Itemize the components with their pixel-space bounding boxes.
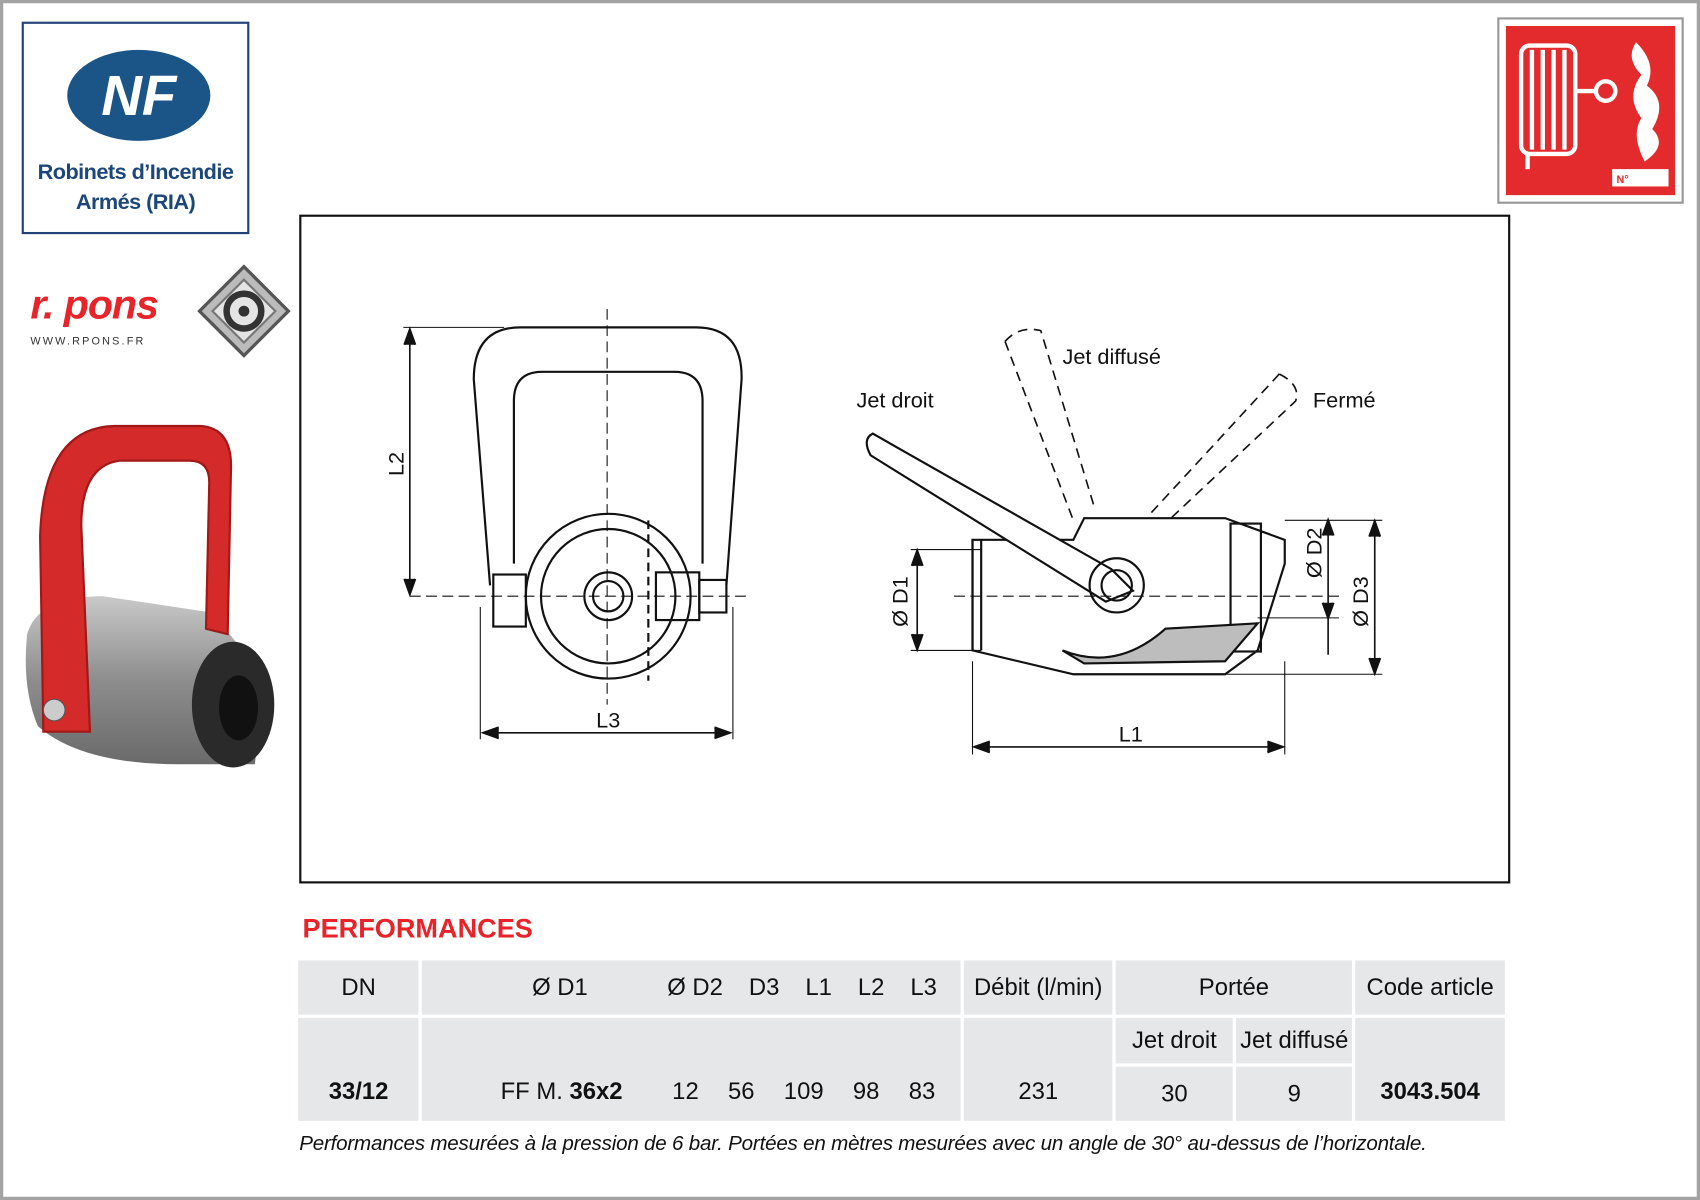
dim-label-l1: L1 [1119, 721, 1143, 746]
cell-d3: 56 [727, 1077, 755, 1105]
dim-label-d3: Ø D3 [1348, 576, 1373, 627]
header-jet-diffuse: Jet diffusé [1236, 1017, 1353, 1064]
cell-jet-diffuse: 9 [1236, 1066, 1353, 1121]
cell-l1: 109 [783, 1077, 824, 1105]
nf-certification-logo: NF Robinets d’Incendie Armés (RIA) [21, 21, 250, 235]
dim-label-d2: Ø D2 [1302, 528, 1327, 579]
cell-dn: 33/12 [298, 1017, 420, 1121]
cell-d1-value: 36x2 [569, 1077, 623, 1105]
table-header-row: DN Ø D1 Ø D2 D3 L1 L2 L3 Débit (l/min) P… [298, 960, 1505, 1015]
product-photo [25, 424, 275, 768]
cell-l2: 98 [852, 1077, 880, 1105]
header-d1: Ø D1 [532, 973, 588, 1001]
position-label-jet-diffuse: Jet diffusé [1062, 344, 1160, 369]
cell-l3: 83 [908, 1077, 936, 1105]
nf-mark: NF [101, 64, 178, 127]
position-label-ferme: Fermé [1313, 388, 1376, 413]
cell-dimensions: FF M. 36x2 12 56 109 98 83 [422, 1017, 961, 1121]
header-jet-droit: Jet droit [1115, 1017, 1234, 1064]
dim-label-d1: Ø D1 [887, 576, 912, 627]
performances-title: PERFORMANCES [302, 913, 533, 945]
header-d2: Ø D2 [667, 973, 723, 1001]
brand-url: WWW.RPONS.FR [30, 336, 146, 348]
header-dn: DN [298, 960, 420, 1015]
sign-number-label: N° [1617, 174, 1629, 186]
cell-d2: 12 [672, 1077, 699, 1105]
performances-note: Performances mesurées à la pression de 6… [299, 1132, 1427, 1156]
nf-ellipse-icon [67, 49, 211, 141]
dim-label-l3: L3 [596, 707, 620, 732]
technical-drawing-box [299, 214, 1511, 884]
table-row: 30 9 [298, 1066, 1505, 1121]
header-l1: L1 [805, 973, 832, 1001]
brand-name: r. pons [30, 282, 159, 329]
cell-code: 3043.504 [1355, 1017, 1505, 1121]
header-portee: Portée [1115, 960, 1353, 1015]
rpons-logo: r. pons WWW.RPONS.FR [30, 282, 159, 348]
header-code: Code article [1355, 960, 1505, 1015]
fire-hose-reel-icon: N° [1518, 42, 1669, 187]
fire-hose-sign: N° [1497, 17, 1684, 204]
header-l2: L2 [857, 973, 885, 1001]
cell-debit: 231 [963, 1017, 1113, 1121]
rpons-diamond-icon [197, 264, 291, 358]
position-label-jet-droit: Jet droit [857, 388, 934, 413]
dim-label-l2: L2 [383, 452, 408, 476]
cell-d1: FF M. 36x2 [480, 1078, 643, 1106]
nf-caption-line1: Robinets d’Incendie [37, 160, 234, 185]
nf-caption-line2: Armés (RIA) [75, 190, 196, 215]
cell-jet-droit: 30 [1115, 1066, 1234, 1121]
header-l3: L3 [910, 973, 937, 1001]
performances-table: DN Ø D1 Ø D2 D3 L1 L2 L3 Débit (l/min) P… [295, 957, 1508, 1124]
handle-outline [472, 326, 743, 586]
header-d3: D3 [748, 973, 780, 1001]
header-debit: Débit (l/min) [963, 960, 1113, 1015]
table-subheader-row: 33/12 FF M. 36x2 12 56 109 98 83 231 Jet… [298, 1017, 1505, 1121]
header-dimensions: Ø D1 Ø D2 D3 L1 L2 L3 [422, 960, 961, 1015]
cell-d1-prefix: FF M. [500, 1077, 570, 1105]
